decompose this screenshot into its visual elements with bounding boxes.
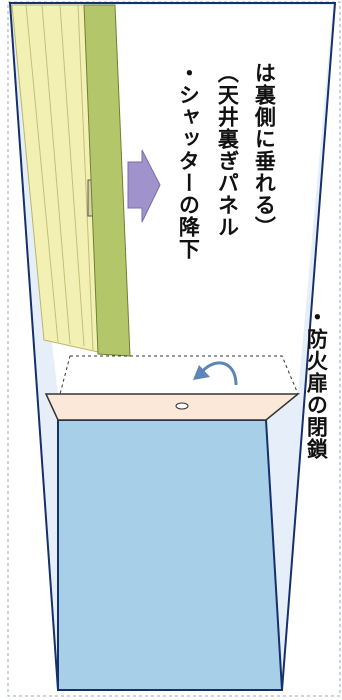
door-label: ・防火扉の閉鎖 bbox=[304, 306, 329, 460]
panel-line bbox=[41, 4, 71, 345]
fire-door bbox=[44, 393, 301, 421]
panel-line bbox=[59, 4, 85, 347]
door-knob-icon bbox=[175, 402, 189, 410]
panel-line bbox=[25, 4, 59, 343]
curved-arrow-head bbox=[193, 365, 210, 380]
outer-frame bbox=[7, 1, 341, 697]
panel-label-line2: は裏側に垂れる） bbox=[252, 62, 277, 238]
panel-label-line1: （天井裏ぎパネル bbox=[215, 62, 240, 238]
curved-arrow-icon bbox=[198, 361, 238, 386]
floor bbox=[57, 419, 284, 691]
down-arrow-icon bbox=[127, 149, 161, 223]
panel-line bbox=[77, 4, 94, 351]
shutter-label: ・シャッターの降下 bbox=[176, 62, 201, 260]
